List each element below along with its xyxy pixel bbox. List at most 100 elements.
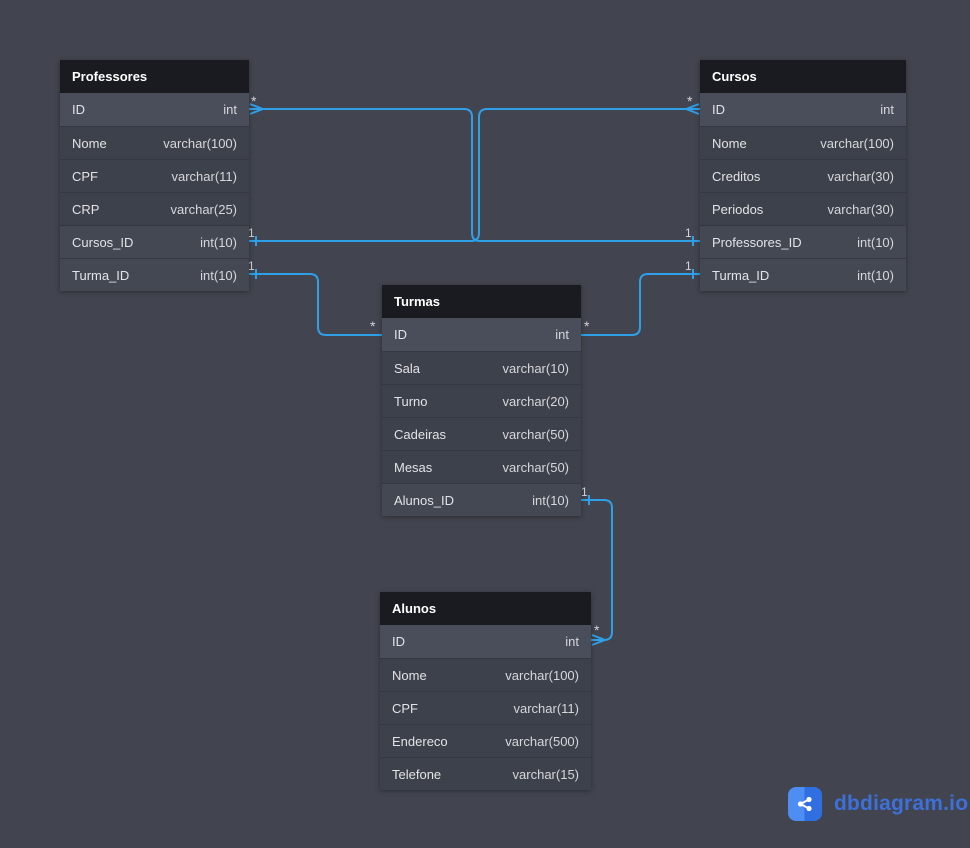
field-type: int [555,327,569,342]
field-type: varchar(50) [502,459,569,475]
table-row[interactable]: Nome varchar(100) [60,126,249,159]
field-name: CPF [72,168,98,184]
field-type: varchar(11) [513,700,579,716]
field-name: Endereco [392,733,448,749]
table-row[interactable]: Turno varchar(20) [382,384,581,417]
table-title: Alunos [392,601,437,616]
table-row[interactable]: Periodos varchar(30) [700,192,906,225]
field-type: varchar(100) [163,135,237,151]
cardinality-one-label: 1 [581,485,588,499]
brand-label: dbdiagram.io [834,792,969,815]
table-professores[interactable]: Professores ID int Nome varchar(100) CPF… [60,60,249,291]
field-name: Nome [712,135,747,151]
table-row[interactable]: Turma_ID int(10) [700,258,906,291]
table-row[interactable]: ID int [380,625,591,658]
field-name: Mesas [394,459,433,475]
cardinality-many-label: * [370,318,376,334]
cardinality-one-label: 1 [685,226,692,240]
field-name: Telefone [392,766,442,782]
table-cursos-header[interactable]: Cursos [700,60,906,93]
field-name: Sala [394,360,421,376]
share-nodes-icon [788,787,822,821]
field-name: Turma_ID [72,267,130,283]
field-type: varchar(25) [170,201,237,217]
field-name: Professores_ID [712,234,802,250]
cardinality-one-label: 1 [685,259,692,273]
relationship-cursos-turma[interactable] [581,273,700,336]
field-name: Creditos [712,168,761,184]
field-type: varchar(15) [512,766,579,782]
cardinality-many-label: * [687,93,693,109]
table-cursos[interactable]: Cursos ID int Nome varchar(100) Creditos… [700,60,906,291]
table-title: Cursos [712,69,757,84]
field-name: ID [394,327,407,342]
table-row[interactable]: CPF varchar(11) [60,159,249,192]
relationship-professores-turma[interactable] [249,273,382,336]
table-row[interactable]: Nome varchar(100) [380,658,591,691]
table-row[interactable]: Cursos_ID int(10) [60,225,249,258]
table-row[interactable]: Sala varchar(10) [382,351,581,384]
table-row[interactable]: CRP varchar(25) [60,192,249,225]
table-alunos[interactable]: Alunos ID int Nome varchar(100) CPF varc… [380,592,591,790]
cardinality-one-label: 1 [248,226,255,240]
table-professores-header[interactable]: Professores [60,60,249,93]
field-name: Cadeiras [394,426,447,442]
field-name: ID [72,102,85,117]
field-name: CPF [392,700,418,716]
field-type: varchar(100) [820,135,894,151]
field-name: Nome [392,667,427,683]
relationship-turmas-alunos[interactable] [581,499,613,641]
field-type: varchar(50) [502,426,569,442]
table-row[interactable]: ID int [60,93,249,126]
table-row[interactable]: Turma_ID int(10) [60,258,249,291]
field-type: varchar(10) [502,360,569,376]
relationship-professores-id-cursos[interactable] [249,108,700,242]
field-name: Periodos [712,201,764,217]
field-type: int(10) [857,267,894,283]
table-row[interactable]: Endereco varchar(500) [380,724,591,757]
field-name: Cursos_ID [72,234,134,250]
table-alunos-header[interactable]: Alunos [380,592,591,625]
field-type: varchar(500) [505,733,579,749]
field-name: Turma_ID [712,267,770,283]
field-type: int(10) [857,234,894,250]
table-row[interactable]: CPF varchar(11) [380,691,591,724]
table-row[interactable]: Professores_ID int(10) [700,225,906,258]
field-type: int(10) [532,492,569,508]
field-name: CRP [72,201,100,217]
field-type: int [565,634,579,649]
field-name: ID [392,634,405,649]
table-row[interactable]: ID int [700,93,906,126]
table-row[interactable]: Creditos varchar(30) [700,159,906,192]
field-type: varchar(30) [827,201,894,217]
table-row[interactable]: Alunos_ID int(10) [382,483,581,516]
field-name: Turno [394,393,428,409]
field-type: int(10) [200,267,237,283]
cardinality-many-label: * [594,622,600,638]
field-type: varchar(11) [171,168,237,184]
crowsfoot-icon [591,634,606,646]
table-row[interactable]: Telefone varchar(15) [380,757,591,790]
field-type: int [880,102,894,117]
table-turmas[interactable]: Turmas ID int Sala varchar(10) Turno var… [382,285,581,516]
field-type: int [223,102,237,117]
crowsfoot-icon [685,103,700,115]
field-name: ID [712,102,725,117]
field-name: Alunos_ID [394,492,454,508]
cardinality-many-label: * [584,318,590,334]
field-type: int(10) [200,234,237,250]
relationship-cursos-id-professores[interactable] [249,108,700,242]
table-row[interactable]: Cadeiras varchar(50) [382,417,581,450]
field-name: Nome [72,135,107,151]
table-row[interactable]: Nome varchar(100) [700,126,906,159]
dbdiagram-brand-link[interactable]: dbdiagram.io [788,787,968,821]
table-turmas-header[interactable]: Turmas [382,285,581,318]
cardinality-many-label: * [251,93,257,109]
table-title: Professores [72,69,148,84]
field-type: varchar(100) [505,667,579,683]
table-row[interactable]: ID int [382,318,581,351]
field-type: varchar(30) [827,168,894,184]
table-row[interactable]: Mesas varchar(50) [382,450,581,483]
crowsfoot-icon [249,103,264,115]
